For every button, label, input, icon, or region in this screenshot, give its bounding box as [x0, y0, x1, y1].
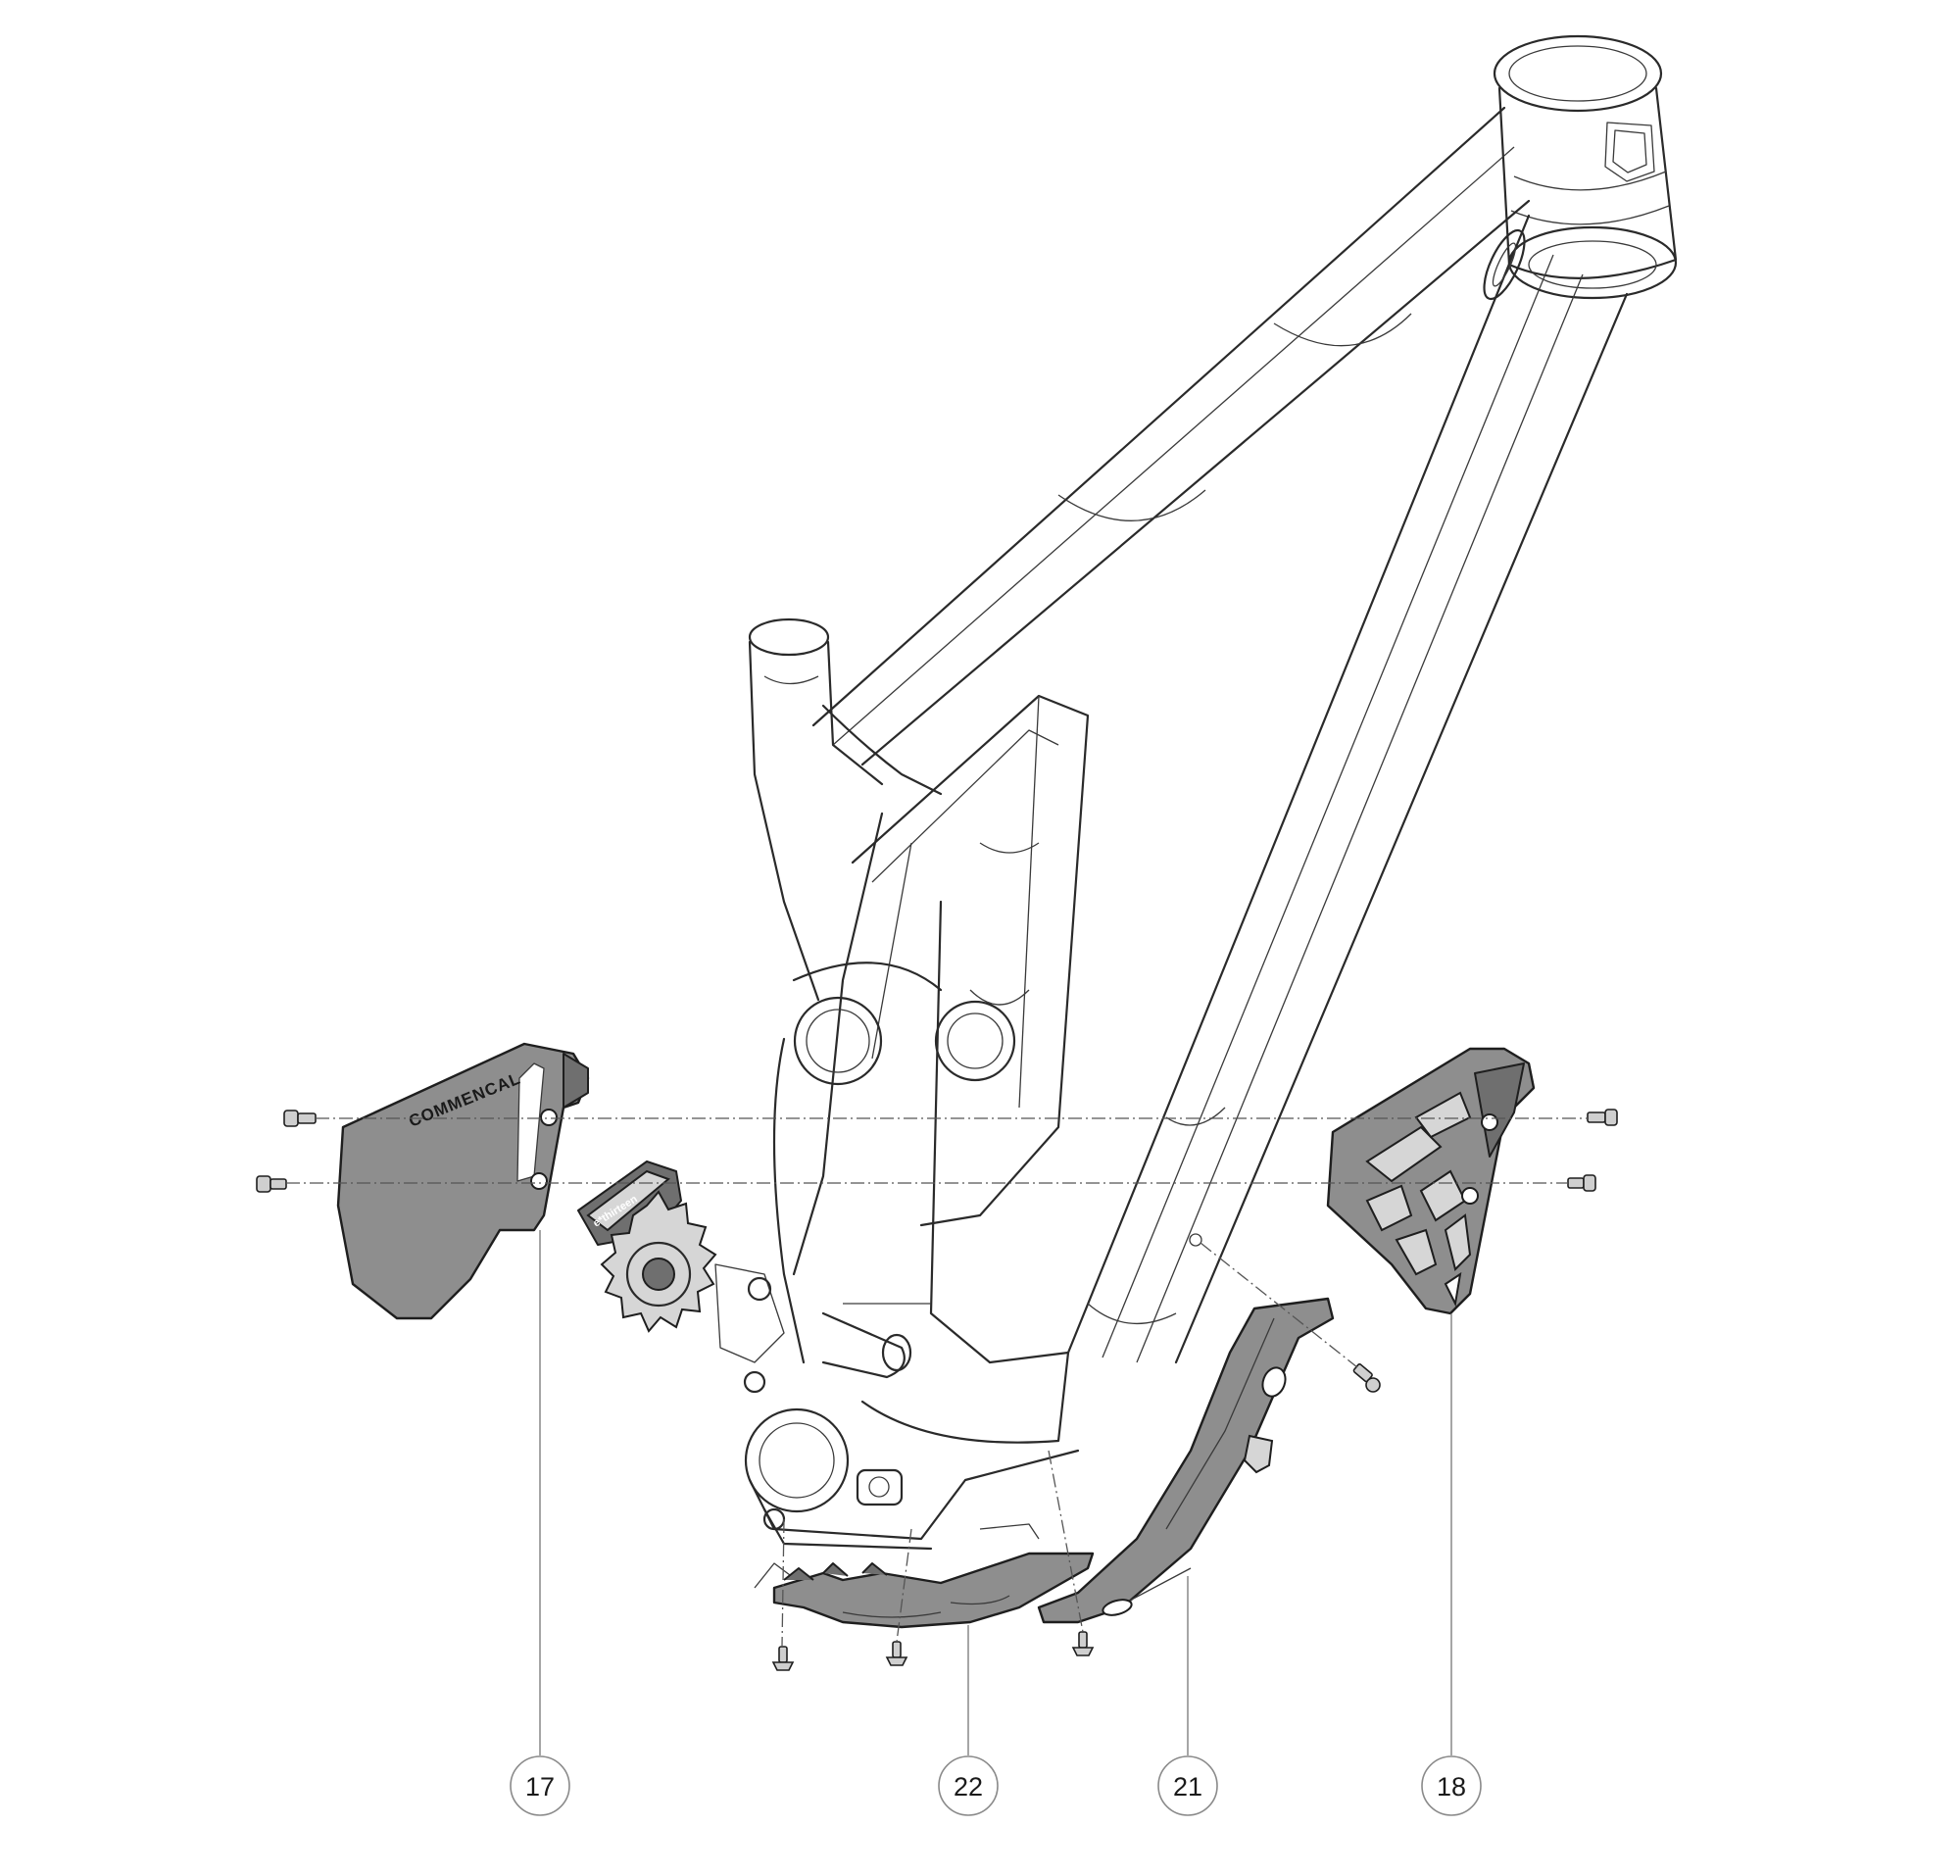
lower-link	[821, 1303, 1070, 1444]
assembly-axis-lines	[286, 1117, 1588, 1648]
callout-22: 22	[938, 1755, 999, 1816]
bolt-right-lower	[1567, 1174, 1596, 1192]
shock-tunnel	[792, 694, 1090, 1364]
callout-18: 18	[1421, 1755, 1482, 1816]
bolt-right-upper	[1587, 1109, 1618, 1126]
bolt-skid-2	[885, 1641, 908, 1666]
callout-label-18: 18	[1437, 1772, 1466, 1802]
chainring-sprocket	[600, 1190, 717, 1333]
head-tube	[1493, 34, 1678, 300]
chain-guide-assembly: e*thirteen	[577, 1160, 785, 1394]
leader-lines	[539, 1230, 1452, 1755]
part-17-guide-plate: COMMENCAL	[336, 1042, 590, 1320]
bolt-skid-1	[771, 1646, 795, 1671]
top-tube	[811, 106, 1531, 766]
callout-label-21: 21	[1173, 1772, 1202, 1802]
bolts	[256, 1109, 1618, 1671]
callout-21: 21	[1157, 1755, 1218, 1816]
bike-frame	[744, 34, 1678, 1589]
bolt-skid-3	[1071, 1631, 1095, 1656]
callout-label-17: 17	[525, 1772, 555, 1802]
callout-17: 17	[510, 1755, 570, 1816]
part-22-skid-plate	[772, 1552, 1095, 1629]
bolt-left-lower	[256, 1175, 287, 1193]
callout-label-22: 22	[954, 1772, 983, 1802]
part-21-downtube-guard	[1037, 1297, 1335, 1624]
bolt-downtube	[1352, 1363, 1381, 1393]
seat-tube	[748, 617, 943, 1002]
pivot-bosses	[772, 962, 1016, 1364]
part-18-guide-plate	[1326, 1047, 1536, 1315]
down-tube	[1066, 214, 1629, 1364]
bolt-left-upper	[283, 1110, 317, 1127]
